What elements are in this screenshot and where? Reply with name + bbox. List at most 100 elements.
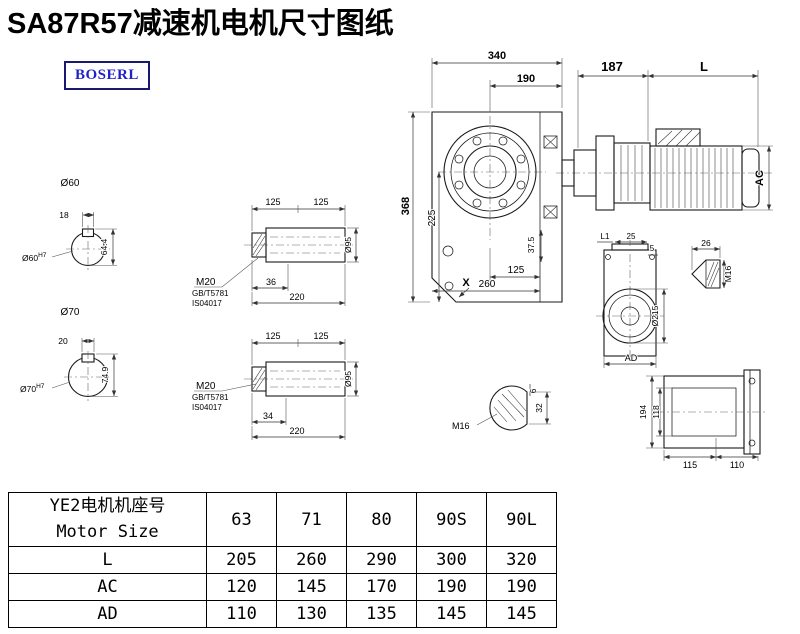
shaft-end-outline (489, 385, 528, 431)
motor-size-table: YE2电机机座号 Motor Size 63 71 80 90S 90L L 2… (8, 492, 557, 628)
dim-M16-plug: M16 (723, 265, 733, 282)
dim-5: 5 (650, 244, 655, 253)
output-shaft-detail-top: 125 125 M20 GB/T5781 IS04017 36 220 Ø95 (191, 196, 359, 309)
housing-outline (431, 111, 563, 303)
label-bore70: Ø70H7 (20, 383, 45, 394)
label-dia70: Ø70 (61, 307, 80, 318)
table-row-L: L 205 260 290 300 320 (8, 546, 557, 574)
label-gb: GB/T5781 (192, 289, 229, 298)
table-cell: 145 (276, 573, 347, 601)
dim-dia95a: Ø95 (343, 237, 353, 253)
row-label-AD: AD (8, 600, 207, 628)
shaft-section-60: 18 64.4 Ø60 Ø60H7 (21, 177, 117, 271)
view-mark-x: X (462, 277, 470, 289)
dim-36: 36 (266, 277, 276, 287)
dim-125b: 125 (313, 331, 328, 341)
table-cell: 290 (346, 546, 417, 574)
dim-190: 190 (517, 73, 535, 85)
shaft-thread-end (251, 366, 267, 392)
technical-drawing: 18 64.4 Ø60 Ø60H7 20 74.9 Ø70 Ø70H7 (19, 49, 773, 471)
dim-AD: AD (625, 353, 638, 363)
size-col-80: 80 (346, 492, 417, 547)
output-shaft-detail-bottom: 125 125 M20 GB/T5781 IS04017 34 220 Ø95 (191, 330, 359, 440)
dim-187: 187 (601, 59, 623, 74)
size-col-90L: 90L (486, 492, 557, 547)
table-cell: 260 (276, 546, 347, 574)
size-col-63: 63 (206, 492, 277, 547)
label-dia60: Ø60 (61, 178, 80, 189)
dim-dia95b: Ø95 (343, 371, 353, 387)
table-cell: 300 (416, 546, 487, 574)
plug-outline (691, 259, 721, 289)
dim-dia215: Ø215 (650, 305, 660, 326)
table-cell: 320 (486, 546, 557, 574)
label-iso: IS04017 (192, 299, 222, 308)
table-cell: 110 (206, 600, 277, 628)
shaft-section-70: 20 74.9 Ø70 Ø70H7 (19, 306, 118, 401)
label-bore60: Ø60H7 (22, 252, 47, 263)
shaft-end-detail: 6 32 M16 (451, 384, 551, 432)
dim-125b: 125 (313, 197, 328, 207)
row-label-AC: AC (8, 573, 207, 601)
dim-220b: 220 (289, 426, 304, 436)
fan-cover (741, 148, 760, 208)
dim-368: 368 (400, 197, 412, 215)
dim-AC: AC (754, 170, 766, 186)
dim-125: 125 (508, 265, 525, 276)
dim-110: 110 (730, 460, 744, 470)
label-m20: M20 (196, 277, 216, 288)
motor-body (649, 145, 743, 211)
dim-115: 115 (683, 460, 697, 470)
dim-20: 20 (58, 336, 68, 346)
gearbox-side-view: L1 25 5 Ø215 AD (596, 231, 668, 368)
label-m20: M20 (196, 381, 216, 392)
table-cell: 205 (206, 546, 277, 574)
shaft-thread-end (251, 232, 267, 258)
dim-6: 6 (528, 388, 538, 393)
table-row-AC: AC 120 145 170 190 190 (8, 573, 557, 601)
table-cell: 130 (276, 600, 347, 628)
hollow-shaft-bore (463, 145, 517, 199)
dim-125a: 125 (265, 331, 280, 341)
dim-260: 260 (479, 279, 496, 290)
label-iso: IS04017 (192, 403, 222, 412)
table-cell: 145 (416, 600, 487, 628)
dim-L: L (700, 59, 708, 74)
table-cell: 135 (346, 600, 417, 628)
table-header-row: YE2电机机座号 Motor Size 63 71 80 90S 90L (8, 492, 557, 547)
dim-340: 340 (488, 50, 506, 62)
table-cell: 170 (346, 573, 417, 601)
dim-64-4: 64.4 (99, 238, 109, 255)
table-cell: 120 (206, 573, 277, 601)
dim-26: 26 (701, 238, 711, 248)
dim-125a: 125 (265, 197, 280, 207)
dim-32: 32 (534, 403, 544, 413)
dim-220a: 220 (289, 292, 304, 302)
dim-118: 118 (651, 405, 661, 419)
motor-size-label-en: Motor Size (56, 521, 159, 542)
gearbox-front-view: X 340 190 368 225 37.5 125 260 (399, 49, 563, 303)
dim-18: 18 (59, 210, 69, 220)
page-title: SA87R57减速机电机尺寸图纸 (7, 8, 394, 40)
dim-74-9: 74.9 (100, 366, 110, 383)
table-cell: 190 (486, 573, 557, 601)
dim-25: 25 (627, 232, 636, 241)
row-label-L: L (8, 546, 207, 574)
table-row-AD: AD 110 130 135 145 145 (8, 600, 557, 628)
dim-225: 225 (427, 209, 438, 226)
flange-circle (443, 125, 537, 219)
dim-194: 194 (638, 405, 648, 419)
size-col-71: 71 (276, 492, 347, 547)
dim-34: 34 (263, 411, 273, 421)
terminal-box (655, 128, 701, 147)
label-gb: GB/T5781 (192, 393, 229, 402)
table-cell: 190 (416, 573, 487, 601)
dim-37-5: 37.5 (526, 236, 536, 253)
motor-size-label-cn: YE2电机机座号 (49, 496, 166, 516)
motor-side-view: 187 L AC (556, 58, 773, 211)
size-col-90S: 90S (416, 492, 487, 547)
table-cell: 145 (486, 600, 557, 628)
brand-logo: BOSERL (64, 61, 150, 90)
breather-plug-detail: 26 M16 (691, 237, 734, 289)
dim-L1: L1 (601, 232, 610, 241)
